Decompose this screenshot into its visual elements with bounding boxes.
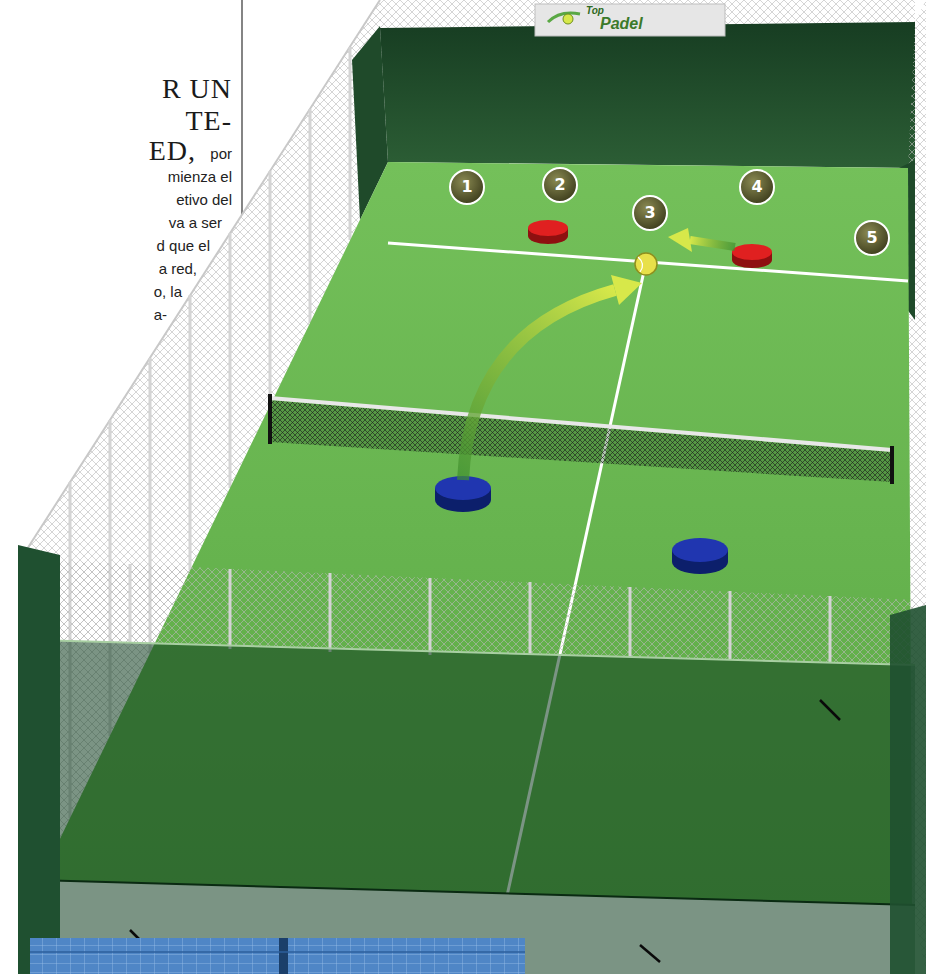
label-holder: o, la xyxy=(154,283,182,300)
text-line: etivo del xyxy=(176,191,232,208)
text-line: d que el xyxy=(157,237,210,254)
text-line: a red, xyxy=(159,260,197,277)
label-holder: Top xyxy=(586,5,604,16)
heading-fragment: ED, xyxy=(149,136,196,166)
label-holder: ED, xyxy=(149,136,196,166)
label-holder: etivo del xyxy=(176,191,232,208)
label-holder: va a ser xyxy=(169,214,222,231)
callout-number: 5 xyxy=(866,229,877,247)
label-holder: mienza el xyxy=(168,168,232,185)
label-holder: 2 xyxy=(543,168,577,202)
label-holder: d que el xyxy=(157,237,210,254)
shot-arrows xyxy=(463,228,735,480)
net xyxy=(270,394,892,484)
label-holder: Padel xyxy=(600,15,643,33)
logo-text: Top xyxy=(586,5,604,16)
text-line: va a ser xyxy=(169,214,222,231)
heading-fragment: TE- xyxy=(185,106,232,136)
text-line: por xyxy=(210,145,232,162)
ball xyxy=(635,253,657,275)
logo-text: Padel xyxy=(600,15,643,33)
label-holder: a red, xyxy=(159,260,197,277)
callout-number: 2 xyxy=(554,176,565,194)
player-pucks xyxy=(435,220,772,574)
front-wall xyxy=(18,545,926,974)
callout-number: 3 xyxy=(644,204,655,222)
callout-number: 1 xyxy=(461,178,472,196)
callout-number: 4 xyxy=(751,178,762,196)
column-rule xyxy=(241,0,242,215)
court-photo-strip xyxy=(30,938,525,974)
label-holder: 3 xyxy=(633,196,667,230)
text-line: mienza el xyxy=(168,168,232,185)
label-holder: 1 xyxy=(450,170,484,204)
label-holder: a- xyxy=(154,306,167,323)
label-holder: TE- xyxy=(185,106,232,136)
label-holder: R UN xyxy=(162,74,232,104)
label-holder: por xyxy=(210,145,232,162)
callout-circles xyxy=(450,168,889,255)
heading-fragment: R UN xyxy=(162,74,232,104)
label-holder: 4 xyxy=(740,170,774,204)
text-line: o, la xyxy=(154,283,182,300)
label-holder: 5 xyxy=(855,221,889,255)
text-line: a- xyxy=(154,306,167,323)
back-wall xyxy=(380,0,915,168)
